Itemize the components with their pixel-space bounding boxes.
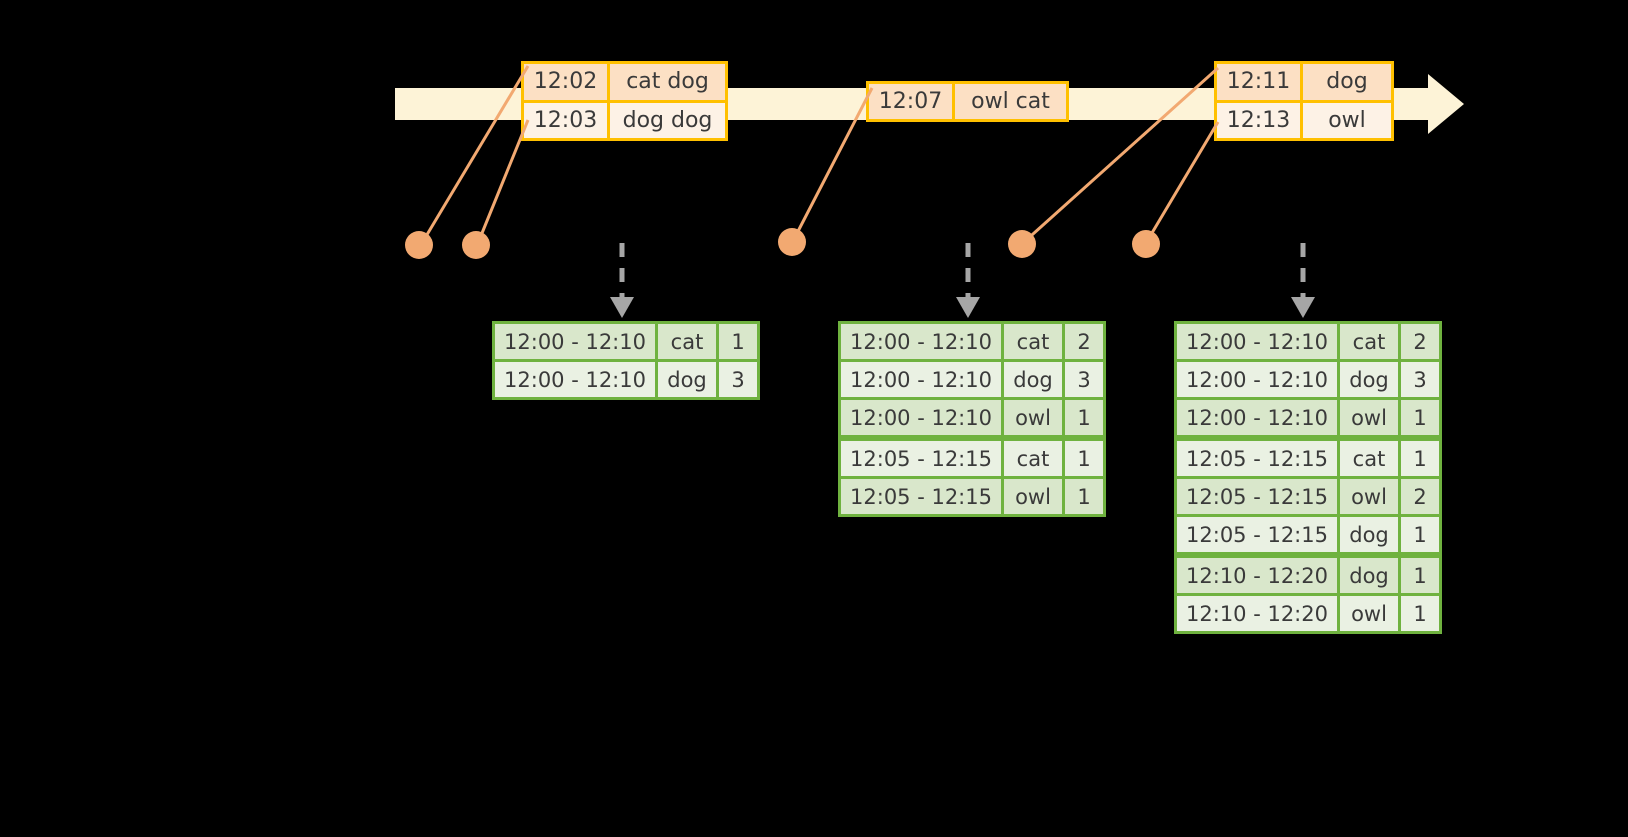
event-time: 12:11 xyxy=(1217,64,1303,100)
count-cell: 1 xyxy=(1065,441,1103,476)
flow-arrow-head xyxy=(610,297,634,318)
table-row: 12:00 - 12:10 dog 3 xyxy=(1177,362,1439,397)
table-row: 12:10 - 12:20 owl 1 xyxy=(1177,596,1439,631)
key-cell: cat xyxy=(658,324,716,359)
window-cell: 12:00 - 12:10 xyxy=(495,362,655,397)
table-row: 12:00 - 12:10 dog 3 xyxy=(841,362,1103,397)
key-cell: dog xyxy=(1340,558,1398,593)
key-cell: owl xyxy=(1340,479,1398,514)
flow-arrow-head xyxy=(1291,297,1315,318)
window-cell: 12:00 - 12:10 xyxy=(841,362,1001,397)
count-cell: 1 xyxy=(1401,558,1439,593)
window-cell: 12:00 - 12:10 xyxy=(1177,362,1337,397)
connector-dot xyxy=(405,231,433,259)
count-cell: 1 xyxy=(1065,400,1103,435)
event-row: 12:02 cat dog xyxy=(524,64,725,100)
count-cell: 1 xyxy=(1401,517,1439,552)
table-row: 12:05 - 12:15 cat 1 xyxy=(841,441,1103,476)
count-cell: 1 xyxy=(1401,596,1439,631)
key-cell: owl xyxy=(1004,479,1062,514)
connector-dot xyxy=(1008,230,1036,258)
event-value: dog dog xyxy=(610,102,725,138)
table-row: 12:05 - 12:15 dog 1 xyxy=(1177,517,1439,552)
window-cell: 12:05 - 12:15 xyxy=(841,479,1001,514)
table-row: 12:00 - 12:10 cat 1 xyxy=(495,324,757,359)
event-row: 12:07 owl cat xyxy=(869,84,1066,119)
count-cell: 3 xyxy=(719,362,757,397)
table-row: 12:00 - 12:10 owl 1 xyxy=(1177,400,1439,435)
window-cell: 12:00 - 12:10 xyxy=(1177,400,1337,435)
window-cell: 12:00 - 12:10 xyxy=(841,324,1001,359)
connector-dot xyxy=(462,231,490,259)
key-cell: owl xyxy=(1004,400,1062,435)
key-cell: dog xyxy=(1340,362,1398,397)
event-value: owl cat xyxy=(955,84,1066,119)
event-time: 12:03 xyxy=(524,102,610,138)
window-cell: 12:10 - 12:20 xyxy=(1177,596,1337,631)
timeline-arrow-head xyxy=(1428,74,1464,134)
count-cell: 3 xyxy=(1065,362,1103,397)
key-cell: dog xyxy=(658,362,716,397)
event-time: 12:02 xyxy=(524,64,610,100)
event-time: 12:13 xyxy=(1217,102,1303,138)
event-row: 12:13 owl xyxy=(1217,99,1391,138)
count-cell: 2 xyxy=(1065,324,1103,359)
window-cell: 12:00 - 12:10 xyxy=(1177,324,1337,359)
window-cell: 12:10 - 12:20 xyxy=(1177,558,1337,593)
event-value: owl xyxy=(1303,102,1391,138)
event-time: 12:07 xyxy=(869,84,955,119)
result-table-1: 12:00 - 12:10 cat 1 12:00 - 12:10 dog 3 xyxy=(492,321,760,400)
key-cell: cat xyxy=(1004,441,1062,476)
timeline-event-2[interactable]: 12:07 owl cat xyxy=(866,81,1069,122)
event-value: cat dog xyxy=(610,64,725,100)
table-row: 12:00 - 12:10 cat 2 xyxy=(841,324,1103,359)
count-cell: 3 xyxy=(1401,362,1439,397)
table-row: 12:05 - 12:15 cat 1 xyxy=(1177,441,1439,476)
table-row: 12:05 - 12:15 owl 1 xyxy=(841,479,1103,514)
timeline-event-3[interactable]: 12:11 dog 12:13 owl xyxy=(1214,61,1394,141)
count-cell: 2 xyxy=(1401,479,1439,514)
event-row: 12:03 dog dog xyxy=(524,99,725,138)
key-cell: cat xyxy=(1340,441,1398,476)
connector-dot xyxy=(1132,230,1160,258)
connector-dot xyxy=(778,228,806,256)
window-cell: 12:00 - 12:10 xyxy=(495,324,655,359)
window-cell: 12:05 - 12:15 xyxy=(1177,517,1337,552)
timeline-event-1[interactable]: 12:02 cat dog 12:03 dog dog xyxy=(521,61,728,141)
window-cell: 12:00 - 12:10 xyxy=(841,400,1001,435)
table-row: 12:05 - 12:15 owl 2 xyxy=(1177,479,1439,514)
key-cell: cat xyxy=(1004,324,1062,359)
table-row: 12:10 - 12:20 dog 1 xyxy=(1177,558,1439,593)
window-cell: 12:05 - 12:15 xyxy=(841,441,1001,476)
flow-arrow-head xyxy=(956,297,980,318)
count-cell: 1 xyxy=(1065,479,1103,514)
key-cell: owl xyxy=(1340,596,1398,631)
event-row: 12:11 dog xyxy=(1217,64,1391,100)
count-cell: 1 xyxy=(719,324,757,359)
connector-line xyxy=(1144,121,1220,244)
count-cell: 1 xyxy=(1401,400,1439,435)
result-table-2: 12:00 - 12:10 cat 2 12:00 - 12:10 dog 3 … xyxy=(838,321,1106,517)
key-cell: owl xyxy=(1340,400,1398,435)
window-cell: 12:05 - 12:15 xyxy=(1177,479,1337,514)
table-row: 12:00 - 12:10 cat 2 xyxy=(1177,324,1439,359)
key-cell: dog xyxy=(1004,362,1062,397)
window-cell: 12:05 - 12:15 xyxy=(1177,441,1337,476)
event-value: dog xyxy=(1303,64,1391,100)
key-cell: cat xyxy=(1340,324,1398,359)
result-table-3: 12:00 - 12:10 cat 2 12:00 - 12:10 dog 3 … xyxy=(1174,321,1442,634)
key-cell: dog xyxy=(1340,517,1398,552)
table-row: 12:00 - 12:10 dog 3 xyxy=(495,362,757,397)
count-cell: 1 xyxy=(1401,441,1439,476)
count-cell: 2 xyxy=(1401,324,1439,359)
table-row: 12:00 - 12:10 owl 1 xyxy=(841,400,1103,435)
